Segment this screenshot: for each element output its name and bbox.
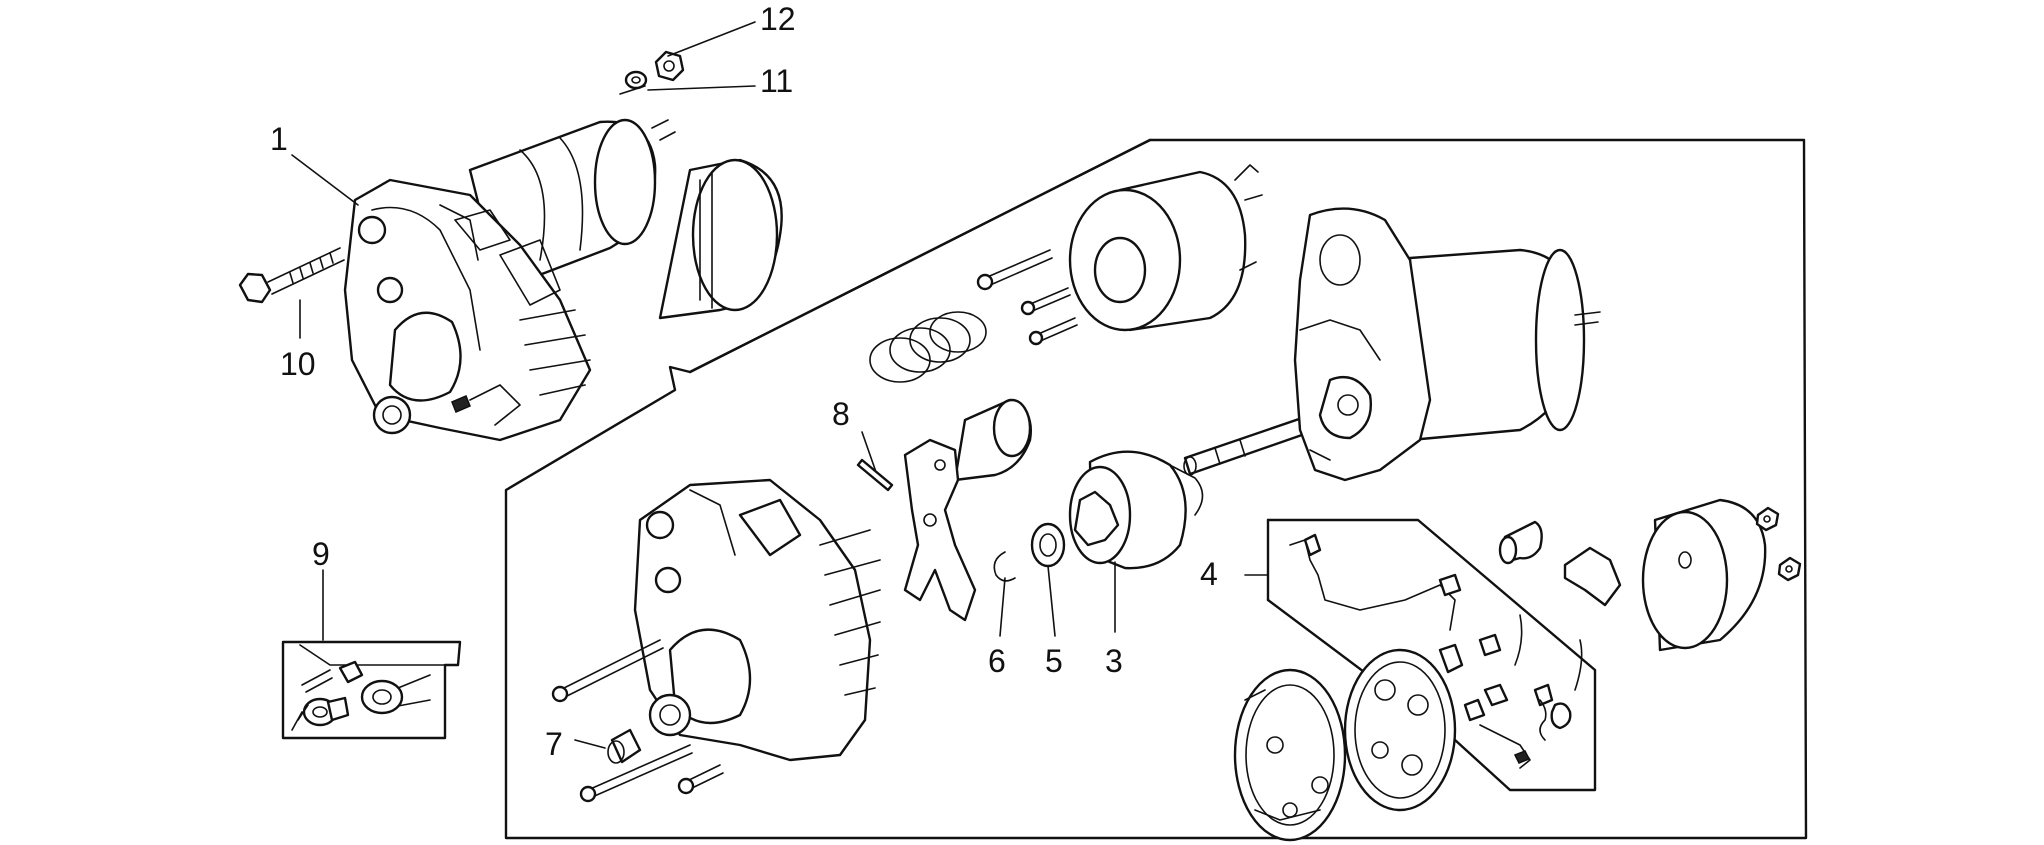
pivot-pin-part-8 [856,458,894,492]
shift-fork-lever [903,438,977,622]
nut-part-12 [654,50,685,82]
callout-6: 6 [988,643,1006,679]
through-bolts [551,639,724,803]
callout-10: 10 [280,346,316,382]
callout-labels: 12 11 1 10 8 9 4 6 5 3 7 [270,1,1218,762]
callout-9: 9 [312,536,330,572]
callout-3: 3 [1105,643,1123,679]
callout-12: 12 [760,1,796,37]
solenoid-switch [1068,164,1263,332]
bushing-part-7 [607,728,642,764]
callout-5: 5 [1045,643,1063,679]
callout-4: 4 [1200,556,1218,592]
solenoid-screws [976,249,1078,346]
end-cover-plate [1233,668,1347,842]
drive-end-bracket [633,478,881,762]
pinion-drive-part-3 [1068,450,1204,570]
stop-ring-part-5 [1030,522,1066,568]
end-cap-nuts [1755,506,1802,582]
sleeve-bushing [1498,520,1543,565]
small-bracket [1563,546,1622,607]
circlip-part-6 [993,551,1016,582]
brush-holder-kit [1289,533,1583,769]
assembled-starter-motor [343,118,783,442]
callout-11: 11 [760,63,793,99]
callout-8: 8 [832,396,850,432]
return-spring [869,311,987,383]
commutator-end-plate [1343,648,1457,812]
exploded-view-frame [504,138,1808,840]
bolt-part-10 [238,247,345,304]
leader-lines [291,21,1269,749]
callout-1: 1 [270,121,288,157]
callout-7: 7 [545,726,563,762]
motor-yoke-housing [1293,207,1601,482]
solenoid-plunger [953,398,1032,482]
end-cap [1641,498,1767,652]
washer-part-11 [624,70,648,90]
gasket-seal-kit [281,640,462,740]
